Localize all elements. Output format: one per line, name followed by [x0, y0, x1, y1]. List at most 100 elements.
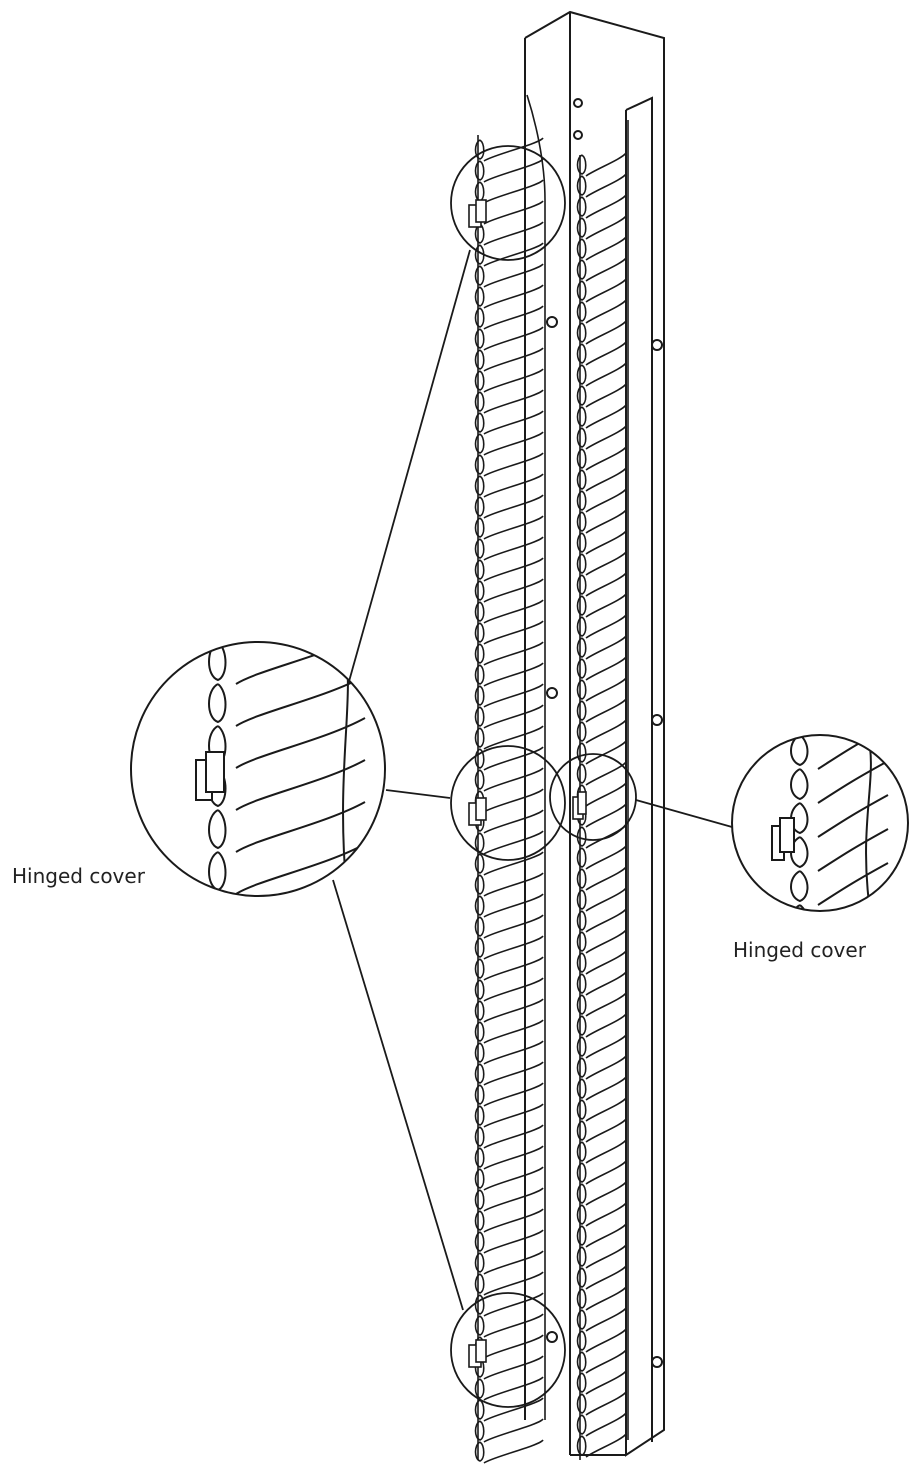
zoom-finger	[817, 735, 889, 770]
hook	[474, 853, 485, 874]
finger	[483, 1376, 544, 1401]
finger	[585, 341, 627, 366]
finger	[585, 551, 627, 576]
hook	[576, 1393, 587, 1414]
finger	[483, 1418, 544, 1443]
hook	[474, 139, 485, 160]
finger	[585, 194, 627, 219]
zoom-cover-right-b	[779, 817, 795, 853]
zoom-finger	[817, 862, 889, 906]
finger	[585, 257, 627, 282]
hook	[576, 490, 587, 511]
finger	[585, 299, 627, 324]
finger	[585, 887, 627, 912]
hook	[474, 1378, 485, 1399]
finger	[585, 488, 627, 513]
finger	[483, 1124, 544, 1149]
finger	[585, 362, 627, 387]
finger	[483, 515, 544, 540]
finger	[585, 236, 627, 261]
finger	[585, 1118, 627, 1143]
hook	[576, 1162, 587, 1183]
hook	[474, 1252, 485, 1273]
finger	[483, 389, 544, 414]
finger	[483, 1145, 544, 1170]
zoom-hook	[208, 809, 227, 850]
hook	[576, 658, 587, 679]
hook	[474, 538, 485, 559]
finger	[483, 494, 544, 519]
finger	[483, 1082, 544, 1107]
finger	[585, 1202, 627, 1227]
finger	[483, 662, 544, 687]
finger	[585, 908, 627, 933]
hook	[576, 574, 587, 595]
finger	[585, 971, 627, 996]
hook	[474, 727, 485, 748]
finger	[483, 137, 544, 162]
finger	[585, 950, 627, 975]
detail-circle-middle	[450, 745, 566, 861]
finger	[585, 1391, 627, 1416]
finger	[483, 431, 544, 456]
finger	[483, 557, 544, 582]
finger	[585, 1097, 627, 1122]
hook	[576, 217, 587, 238]
hook	[576, 385, 587, 406]
hook	[576, 469, 587, 490]
hook	[474, 916, 485, 937]
hook	[474, 979, 485, 1000]
hook	[576, 1372, 587, 1393]
finger	[585, 1181, 627, 1206]
hook	[576, 238, 587, 259]
hook	[474, 1273, 485, 1294]
hook	[576, 448, 587, 469]
finger	[585, 152, 627, 177]
hook	[474, 1126, 485, 1147]
hook	[474, 328, 485, 349]
finger	[483, 767, 544, 792]
zoom-hook	[790, 802, 809, 835]
finger	[483, 977, 544, 1002]
finger	[483, 536, 544, 561]
finger	[585, 1139, 627, 1164]
hook	[576, 1288, 587, 1309]
hook	[576, 427, 587, 448]
zoom-finger	[817, 760, 889, 804]
hook	[474, 937, 485, 958]
finger	[585, 1307, 627, 1332]
hook	[474, 1420, 485, 1441]
hook	[576, 931, 587, 952]
hook	[474, 895, 485, 916]
hook	[474, 223, 485, 244]
hook	[474, 1084, 485, 1105]
rear-channel	[524, 10, 665, 1457]
hook	[576, 1036, 587, 1057]
hook	[474, 286, 485, 307]
hook	[474, 832, 485, 853]
mounting-holes	[546, 98, 663, 1368]
hook	[576, 1267, 587, 1288]
finger	[585, 383, 627, 408]
hook	[576, 1099, 587, 1120]
hook	[576, 1225, 587, 1246]
hinged-cover-marks	[468, 199, 587, 1368]
hook	[474, 517, 485, 538]
finger	[585, 1034, 627, 1059]
hook	[474, 349, 485, 370]
hook	[474, 643, 485, 664]
hook	[474, 1210, 485, 1231]
leader-lines	[332, 249, 733, 1311]
finger	[483, 1271, 544, 1296]
finger	[585, 992, 627, 1017]
finger	[483, 1103, 544, 1128]
hook	[576, 616, 587, 637]
finger	[585, 782, 627, 807]
hook	[576, 364, 587, 385]
zoom-finger	[235, 717, 366, 769]
finger	[483, 263, 544, 288]
hook	[576, 511, 587, 532]
finger	[585, 1412, 627, 1437]
finger	[585, 215, 627, 240]
hook	[576, 721, 587, 742]
